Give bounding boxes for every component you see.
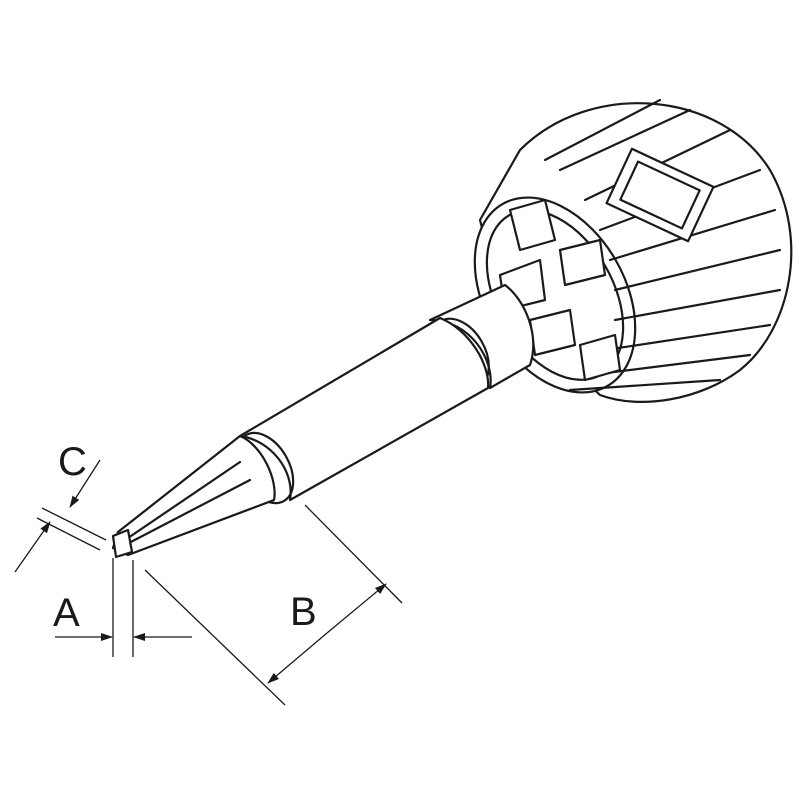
dimension-b: B [144,504,403,706]
label-c: C [58,440,87,484]
chisel-tip [111,434,276,559]
label-b: B [290,590,317,634]
dimension-a: A [53,558,192,657]
hub-windows [498,198,622,382]
dimension-c: C [14,440,107,573]
knurled-knob [473,98,793,403]
label-a: A [53,591,80,635]
